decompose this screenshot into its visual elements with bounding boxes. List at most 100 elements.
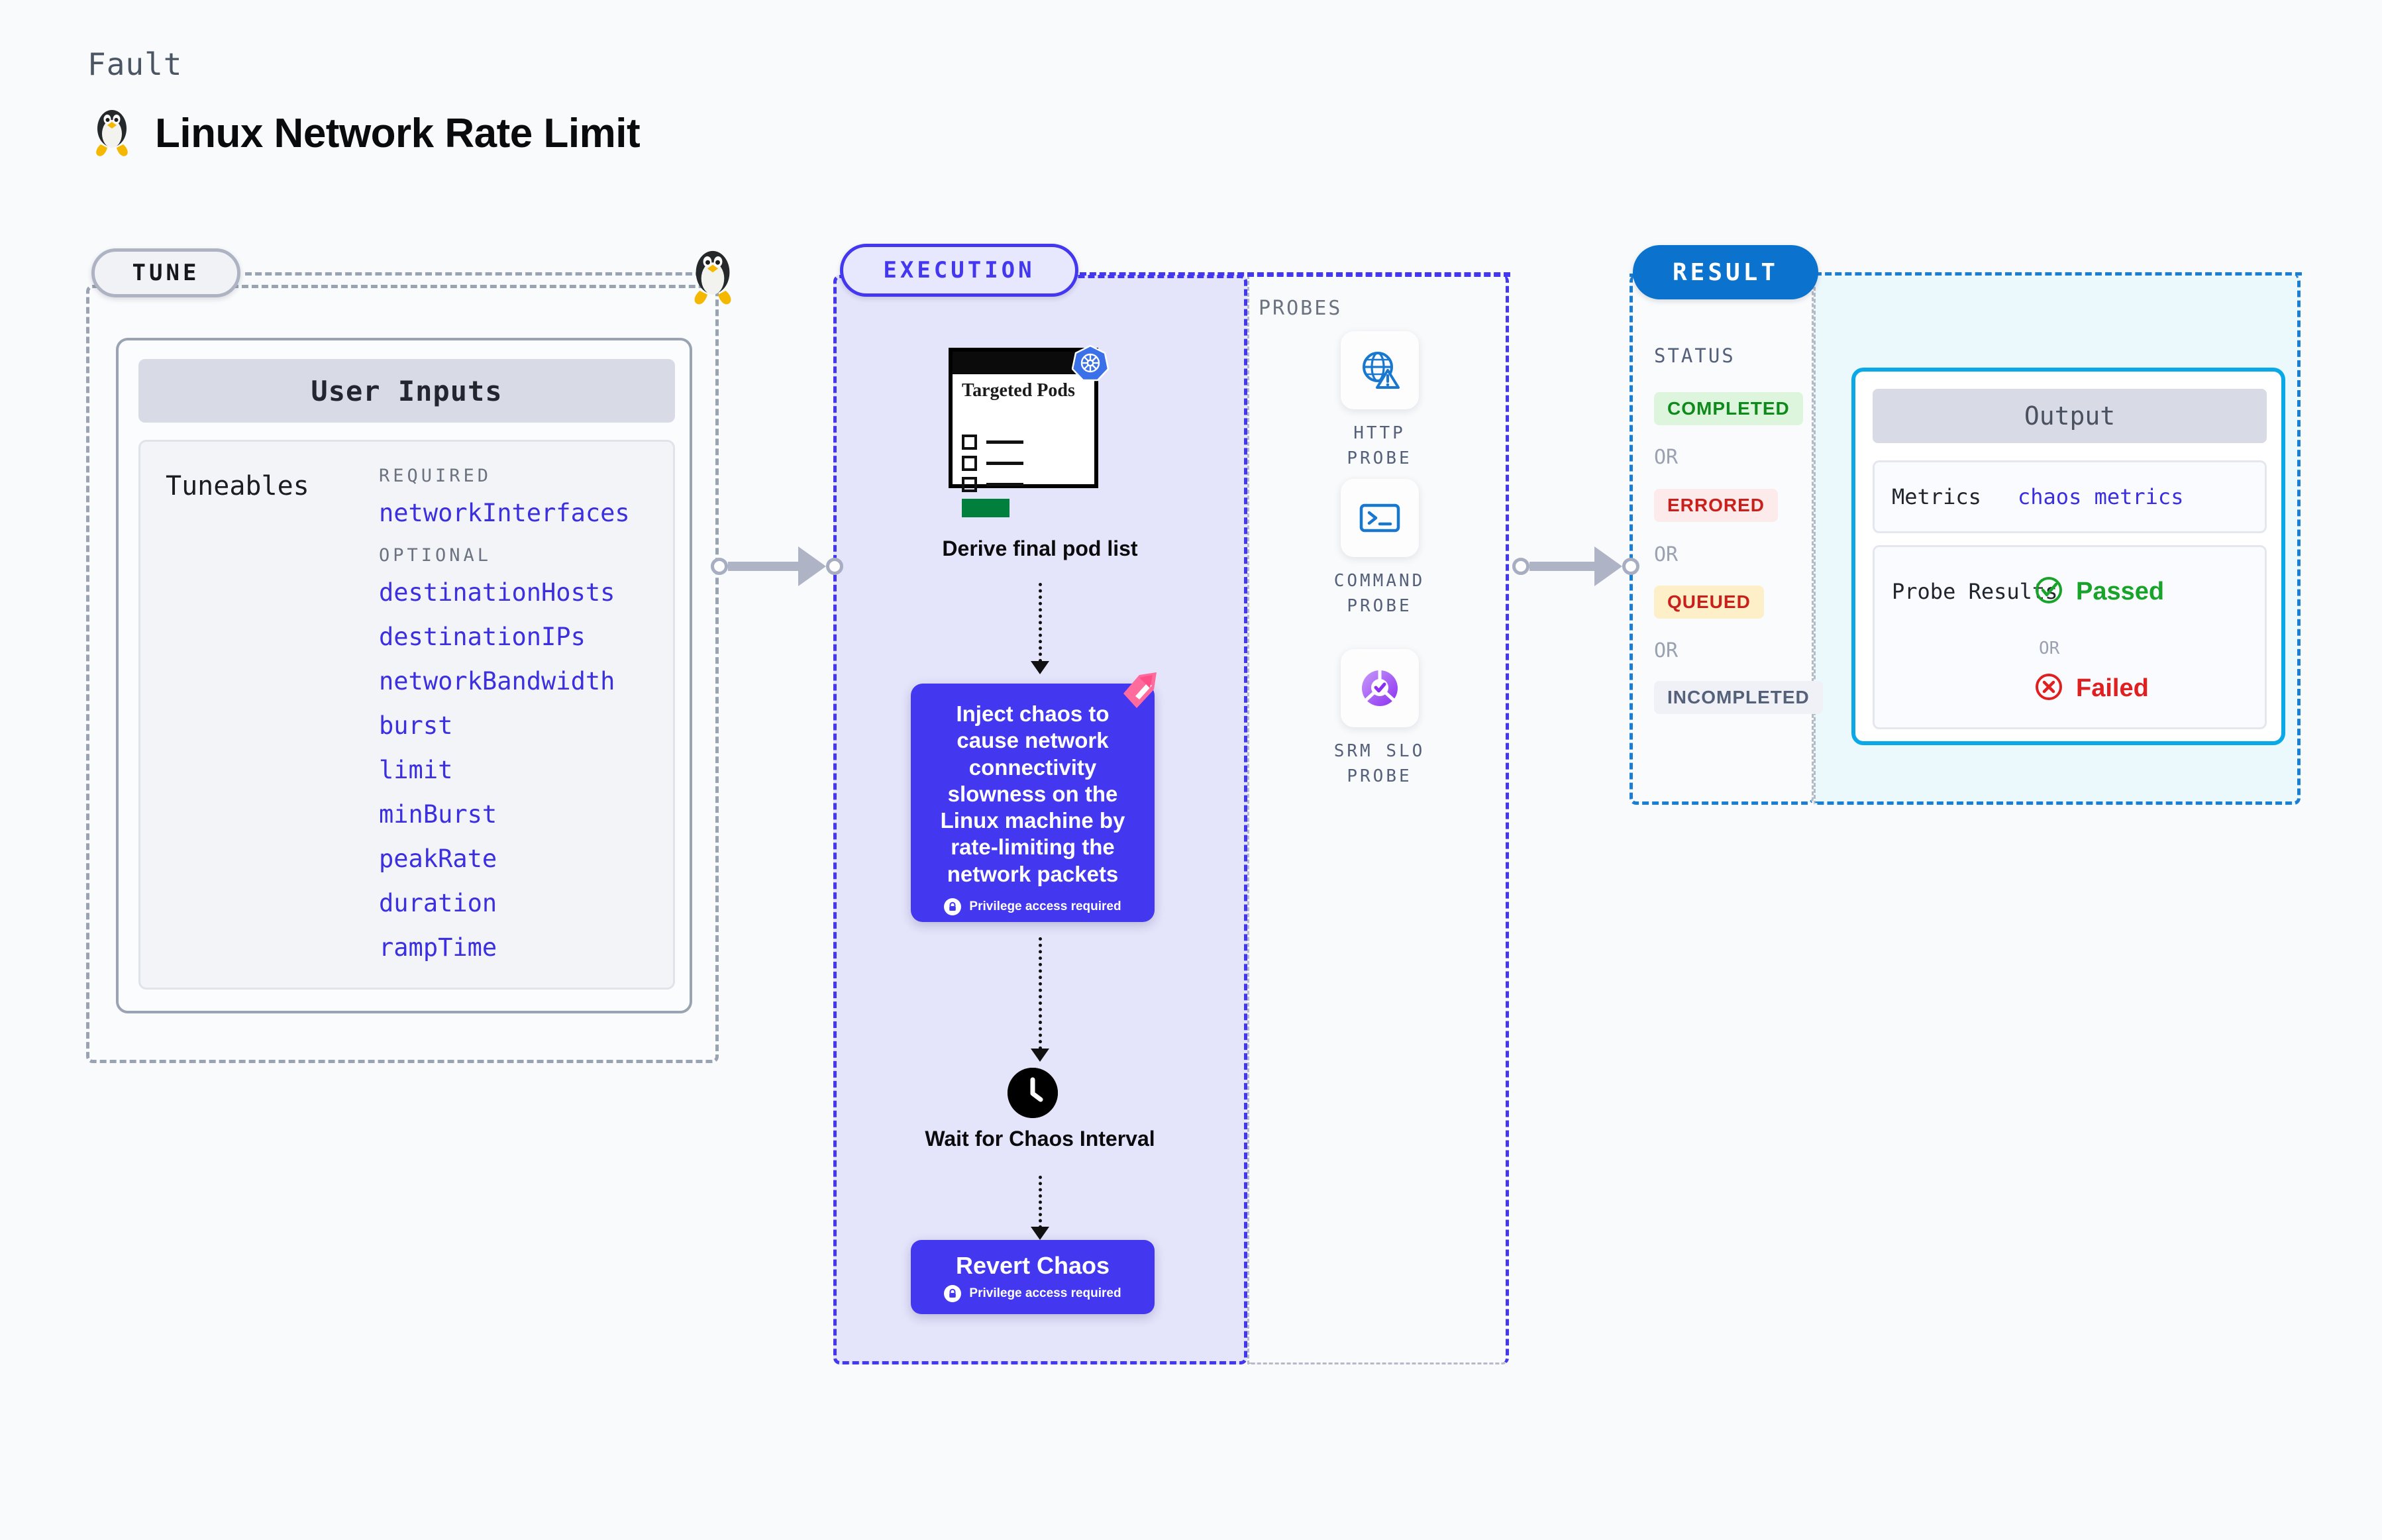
tuneables-group-required-heading: REQUIRED [379, 466, 492, 486]
connector-arrowhead [1594, 546, 1622, 586]
flow-arrow-line [1039, 583, 1042, 662]
placeholder-line [986, 462, 1023, 465]
connector-tune-to-execution [711, 546, 843, 586]
flow-arrow-head [1031, 661, 1049, 674]
probe-results-row: Probe Results Passed OR Failed [1873, 545, 2267, 729]
tuneable-minburst[interactable]: minBurst [379, 800, 497, 829]
linux-penguin-icon [91, 106, 132, 161]
privilege-note-text: Privilege access required [969, 899, 1121, 913]
status-or-label: OR [1654, 543, 1679, 566]
tuneables-group-optional-heading: OPTIONAL [379, 545, 492, 566]
connector-end-dot [1622, 558, 1639, 575]
connector-start-dot [1512, 558, 1529, 575]
result-pill[interactable]: RESULT [1633, 245, 1818, 299]
clock-icon [1008, 1068, 1058, 1118]
page-title: Linux Network Rate Limit [155, 111, 641, 156]
tuneable-burst[interactable]: burst [379, 711, 453, 740]
probe-srm-slo-label: SRM SLO PROBE [1333, 741, 1425, 786]
slo-gauge-check-icon [1340, 649, 1419, 727]
pod-list-item [962, 477, 1023, 492]
probe-result-passed: Passed [2034, 575, 2164, 609]
tune-dashed-connector [245, 272, 702, 276]
flow-arrow-head [1031, 1227, 1049, 1240]
revert-chaos-card[interactable]: Revert Chaos Privilege access required [911, 1240, 1155, 1314]
status-label: STATUS [1654, 344, 1735, 367]
targeted-pods-title: Targeted Pods [962, 380, 1075, 401]
user-inputs-title: User Inputs [138, 359, 675, 423]
status-or-label: OR [1654, 446, 1679, 469]
tuneable-networkbandwidth[interactable]: networkBandwidth [379, 667, 615, 695]
tuneable-networkinterfaces[interactable]: networkInterfaces [379, 499, 630, 527]
wait-for-chaos-interval-label: Wait for Chaos Interval [925, 1127, 1155, 1151]
probe-result-failed-label: Failed [2076, 674, 2149, 702]
result-status-panel [1630, 275, 1814, 805]
inject-chaos-card[interactable]: Inject chaos to cause network connectivi… [911, 684, 1155, 922]
pod-list-item [962, 456, 1023, 471]
tuneable-destinationhosts[interactable]: destinationHosts [379, 578, 615, 607]
status-badge-incompleted: INCOMPLETED [1654, 681, 1823, 714]
globe-warning-icon [1340, 331, 1419, 409]
status-badge-completed: COMPLETED [1654, 392, 1803, 425]
placeholder-line [986, 440, 1023, 444]
output-card: Output Metrics chaos metrics Probe Resul… [1851, 368, 2285, 745]
privilege-note-text: Privilege access required [969, 1286, 1121, 1300]
probe-result-or-label: OR [2039, 639, 2060, 658]
probe-http[interactable]: HTTP PROBE [1321, 331, 1437, 471]
pod-list-item [962, 435, 1023, 450]
probes-section-label: PROBES [1259, 297, 1343, 320]
probe-http-label: HTTP PROBE [1347, 423, 1412, 468]
probes-panel [1247, 275, 1509, 1364]
tuneable-duration[interactable]: duration [379, 889, 497, 917]
output-title: Output [1873, 389, 2267, 443]
connector-bar [728, 562, 800, 571]
probe-results-key: Probe Results [1892, 579, 2058, 604]
metrics-key: Metrics [1892, 484, 1981, 509]
connector-start-dot [711, 558, 728, 575]
connector-arrowhead [798, 546, 826, 586]
litmus-ribbon-icon [1119, 671, 1161, 709]
probe-result-passed-label: Passed [2076, 578, 2165, 605]
checkbox-icon [962, 477, 977, 492]
kubernetes-icon [1071, 344, 1110, 382]
checkbox-icon [962, 435, 977, 450]
tuneable-limit[interactable]: limit [379, 756, 453, 784]
checkbox-icon [962, 456, 977, 471]
lock-icon [944, 1285, 962, 1302]
metrics-row: Metrics chaos metrics [1873, 460, 2267, 533]
connector-execution-to-result [1512, 546, 1639, 586]
check-circle-icon [2034, 575, 2064, 609]
status-badge-queued: QUEUED [1654, 586, 1764, 619]
execution-dashed-connector [1080, 272, 1510, 276]
targeted-pods-card: Targeted Pods [949, 348, 1098, 517]
fault-kicker: Fault [87, 46, 183, 82]
user-inputs-card: User Inputs Tuneables REQUIRED networkIn… [116, 338, 692, 1013]
status-or-label: OR [1654, 639, 1679, 662]
privilege-note: Privilege access required [928, 898, 1137, 915]
terminal-prompt-icon [1340, 479, 1419, 557]
status-badge-errored: ERRORED [1654, 489, 1779, 522]
flow-arrow-line [1039, 1176, 1042, 1229]
probe-command-label: COMMAND PROBE [1333, 571, 1425, 616]
tuneables-box: Tuneables REQUIRED networkInterfaces OPT… [138, 440, 675, 990]
derive-final-pod-list-label: Derive final pod list [942, 537, 1138, 560]
tuneables-list: REQUIRED networkInterfaces OPTIONAL dest… [379, 466, 664, 980]
connector-end-dot [826, 558, 843, 575]
tuneable-peakrate[interactable]: peakRate [379, 845, 497, 873]
placeholder-line [986, 483, 1023, 486]
lock-icon [944, 898, 962, 915]
card-title-bar [953, 352, 1094, 374]
x-circle-icon [2034, 672, 2064, 705]
connector-bar [1529, 562, 1596, 571]
probe-result-failed: Failed [2034, 672, 2149, 705]
metrics-value[interactable]: chaos metrics [2018, 484, 2184, 509]
inject-chaos-text: Inject chaos to cause network connectivi… [940, 701, 1125, 886]
probe-command[interactable]: COMMAND PROBE [1321, 479, 1437, 619]
tuneable-destinationips[interactable]: destinationIPs [379, 623, 586, 651]
tune-pill[interactable]: TUNE [91, 248, 240, 297]
flow-arrow-head [1031, 1049, 1049, 1062]
execution-pill[interactable]: EXECUTION [840, 244, 1078, 297]
tuneable-ramptime[interactable]: rampTime [379, 933, 497, 962]
flow-arrow-line [1039, 937, 1042, 1050]
privilege-note: Privilege access required [944, 1285, 1121, 1302]
probe-srm-slo[interactable]: SRM SLO PROBE [1321, 649, 1437, 789]
